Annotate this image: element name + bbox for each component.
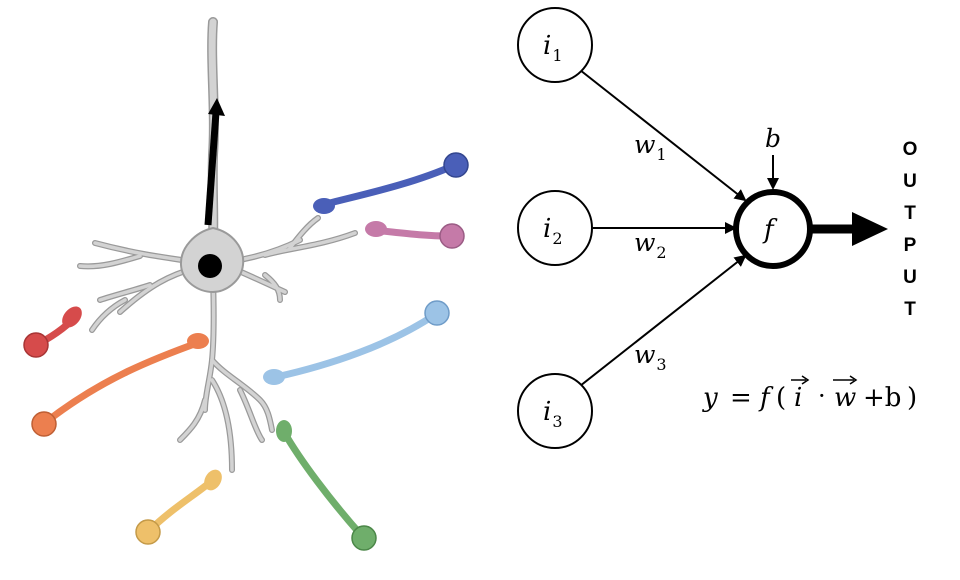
nucleus	[198, 254, 222, 278]
svg-text:): )	[907, 383, 917, 413]
svg-text:y: y	[702, 383, 718, 413]
synapse-light-blue	[263, 300, 450, 385]
synapse-pink	[365, 221, 465, 249]
output-arrow	[812, 212, 888, 246]
svg-text:(: (	[776, 383, 786, 413]
svg-text:w: w	[834, 383, 856, 413]
bias-label: b	[765, 124, 781, 153]
svg-text:i: i	[794, 383, 802, 413]
formula: y = f ( i · w +b )	[702, 375, 917, 413]
output-letter: O	[903, 139, 918, 160]
synapse-yellow	[135, 469, 222, 545]
synapse-orange	[31, 333, 209, 437]
output-letter: U	[903, 171, 917, 192]
input-node-1: i1	[517, 7, 593, 83]
input-node-3: i3	[517, 373, 593, 449]
svg-text:·: ·	[818, 382, 826, 410]
edge-input-1	[579, 69, 747, 202]
axon-arrow-head	[208, 98, 225, 116]
edge-input-3	[579, 254, 747, 387]
weight-label-3: w3	[634, 340, 667, 374]
svg-text:f: f	[758, 383, 774, 413]
weight-label-2: w2	[634, 228, 667, 262]
svg-text:i2: i2	[543, 214, 563, 248]
perceptron: i1 i2 i3 w1 w2 w3 b f O U T	[517, 7, 918, 449]
svg-text:=: =	[730, 383, 752, 413]
output-letter: U	[903, 267, 917, 288]
svg-text:i1: i1	[543, 31, 563, 65]
synapse-red	[23, 306, 82, 358]
output-letter: T	[904, 203, 916, 224]
synapse-green	[276, 420, 377, 551]
output-label: O U T P U T	[903, 139, 918, 320]
svg-text:+b: +b	[863, 383, 901, 413]
output-letter: P	[904, 235, 917, 256]
biological-neuron	[77, 17, 358, 473]
axon-output-arrow	[204, 111, 220, 226]
synapse-dark-blue	[313, 152, 469, 214]
svg-text:i3: i3	[543, 397, 563, 431]
input-node-2: i2	[517, 190, 593, 266]
output-letter: T	[904, 299, 916, 320]
activation-node: f	[733, 189, 813, 269]
synapses	[23, 152, 469, 551]
weight-label-1: w1	[634, 130, 667, 164]
